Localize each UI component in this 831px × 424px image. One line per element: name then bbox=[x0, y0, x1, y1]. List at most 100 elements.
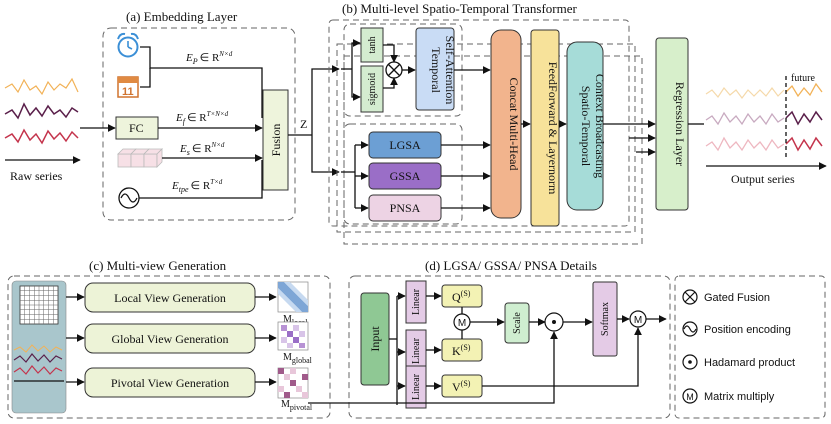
tanh-to-gate-arrow bbox=[383, 44, 398, 63]
m-pivotal-label: Mpivotal bbox=[281, 399, 313, 412]
concat-label: Concat Multi-Head bbox=[507, 78, 521, 171]
v-label: V(S) bbox=[452, 379, 471, 394]
raw-series-purple bbox=[4, 102, 79, 120]
legend-gated-label: Gated Fusion bbox=[704, 292, 770, 304]
fc-label: FC bbox=[129, 121, 144, 135]
m-pivotal-matrix bbox=[277, 367, 309, 399]
calendar-icon: 11 bbox=[117, 76, 139, 98]
spatial-frame bbox=[343, 123, 463, 225]
legend-hadamard-label: Hadamard product bbox=[704, 357, 795, 369]
output-series-red bbox=[705, 136, 785, 152]
details-section: (d) LGSA/ GSSA/ PNSA Details Input Linea… bbox=[308, 258, 671, 419]
linear-q-label: Linear bbox=[411, 288, 422, 315]
gssa-label: GSSA bbox=[390, 169, 421, 183]
v-to-mm-arrow bbox=[482, 327, 642, 387]
position-encoding-icon bbox=[682, 321, 698, 337]
transformer-title: (b) Multi-level Spatio-Temporal Transfor… bbox=[342, 1, 578, 16]
embedding-layer-title: (a) Embedding Layer bbox=[126, 9, 238, 24]
etpe-label: Etpe∈ RT×d bbox=[171, 178, 223, 194]
embedding-layer-frame bbox=[102, 27, 296, 221]
raw-series-red bbox=[4, 128, 79, 145]
m-global-matrix bbox=[277, 321, 309, 351]
softmax-label: Softmax bbox=[600, 302, 611, 336]
linear-v-box bbox=[405, 365, 427, 409]
pivotal-view-label: Pivotal View Generation bbox=[111, 376, 229, 390]
details-frame bbox=[348, 275, 671, 419]
output-series-orange bbox=[705, 87, 785, 99]
matrix-multiply-icon: M bbox=[682, 388, 698, 404]
multiview-frame bbox=[7, 275, 331, 419]
linear-v-label: Linear bbox=[411, 373, 422, 400]
linear-k-label: Linear bbox=[411, 337, 422, 364]
scale-box bbox=[504, 302, 530, 344]
ef-label: Ef∈ RT×N×d bbox=[175, 110, 229, 126]
scale-label: Scale bbox=[512, 312, 523, 334]
future-label: future bbox=[791, 73, 815, 84]
grid-icon bbox=[19, 285, 59, 325]
pnsa-label: PNSA bbox=[390, 201, 421, 215]
mv-series-purple bbox=[13, 353, 63, 363]
lgsa-label: LGSA bbox=[389, 138, 421, 152]
output-series-purple bbox=[705, 111, 785, 126]
mv-series-orange bbox=[13, 344, 63, 353]
sigmoid-box bbox=[360, 65, 384, 113]
sigmoid-to-gate-arrow bbox=[383, 77, 398, 89]
legend-position-label: Position encoding bbox=[704, 324, 791, 336]
matrix-multiply-node-2: M bbox=[629, 310, 647, 328]
fusion-label: Fusion bbox=[269, 124, 283, 157]
transformer: (b) Multi-level Spatio-Temporal Transfor… bbox=[328, 1, 643, 245]
gated-fusion-icon bbox=[682, 289, 698, 305]
legend: Gated Fusion Position encoding Hadamard … bbox=[674, 275, 826, 419]
z-to-temporal-arrow bbox=[311, 65, 340, 135]
ep-label: EP∈ RN×d bbox=[185, 50, 233, 66]
gated-fusion-node bbox=[385, 61, 403, 79]
mm-node-1-label: M bbox=[458, 318, 466, 329]
global-view-label: Global View Generation bbox=[111, 332, 228, 346]
feedforward-label: FeedForward & Layernorm bbox=[546, 62, 560, 195]
raw-series-label: Raw series bbox=[10, 169, 63, 183]
stcb-label-2: Context Broadcasting bbox=[593, 74, 607, 178]
legend-frame bbox=[674, 275, 826, 419]
z-label: Z bbox=[300, 117, 307, 131]
legend-matrix-label: Matrix multiply bbox=[704, 391, 775, 403]
output-series-label: Output series bbox=[731, 172, 795, 186]
legend-m-glyph: M bbox=[686, 392, 694, 402]
multiview-section: (c) Multi-view Generation Local View Gen… bbox=[7, 258, 331, 419]
stcb-label-1: Spatio-Temporal bbox=[579, 86, 593, 167]
etpe-connector bbox=[139, 160, 263, 199]
calendar-day: 11 bbox=[122, 86, 134, 98]
layer-frame-3 bbox=[343, 55, 643, 245]
hadamard-node bbox=[544, 312, 564, 332]
fusion-box bbox=[262, 89, 289, 191]
linear-q-box bbox=[405, 280, 427, 324]
cube-row-icon bbox=[117, 148, 163, 168]
raw-series: Raw series bbox=[4, 77, 81, 183]
mm-node-2-label: M bbox=[634, 315, 642, 326]
matrix-multiply-node-1: M bbox=[453, 313, 471, 331]
tanh-label: tanh bbox=[367, 36, 378, 53]
es-label: Es∈ RN×d bbox=[179, 141, 225, 157]
k-label: K(S) bbox=[452, 343, 471, 358]
local-view-label: Local View Generation bbox=[114, 291, 226, 305]
mv-series-red bbox=[13, 365, 63, 375]
feedforward-box bbox=[530, 29, 560, 227]
alarm-clock-icon bbox=[117, 32, 139, 58]
output-future-red bbox=[785, 136, 823, 152]
input-label: Input bbox=[368, 326, 382, 352]
output-series: future Output series bbox=[705, 73, 827, 186]
raw-series-orange bbox=[4, 77, 79, 96]
details-title: (d) LGSA/ GSSA/ PNSA Details bbox=[425, 258, 597, 273]
temporal-self-attention-box bbox=[415, 27, 455, 111]
regression-label: Regression Layer bbox=[673, 82, 687, 166]
m-local-matrix bbox=[277, 281, 309, 313]
temporal-sa-label-1: Temporal bbox=[429, 47, 443, 93]
calendar-connector bbox=[140, 68, 151, 88]
hadamard-icon bbox=[682, 354, 698, 370]
transformer-frame bbox=[328, 19, 630, 227]
sine-wave-icon bbox=[118, 187, 140, 209]
z-to-spatial-arrow bbox=[311, 135, 340, 176]
stcb-box bbox=[566, 41, 604, 211]
temporal-sa-label-2: Self-Attention bbox=[443, 36, 457, 105]
embedding-layer: (a) Embedding Layer 11 EP∈ RN×d FC Ef∈ R… bbox=[80, 9, 296, 221]
